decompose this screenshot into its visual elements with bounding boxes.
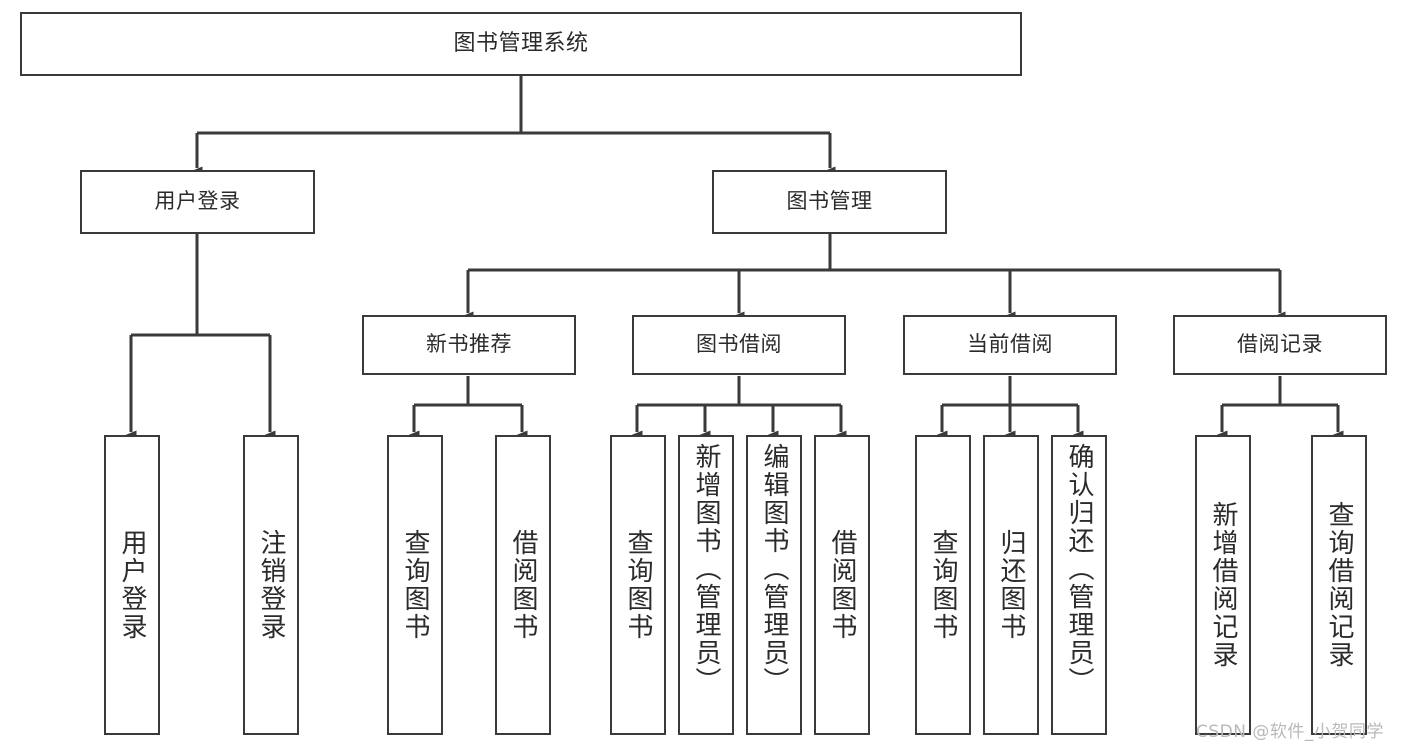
node-leaf-query-borrow-record[interactable]: 查询借阅记录 — [1311, 435, 1367, 735]
node-new-book-recommend[interactable]: 新书推荐 — [362, 315, 576, 375]
node-leaf-query-borrow-record-label: 查询借阅记录 — [1324, 501, 1354, 669]
node-root[interactable]: 图书管理系统 — [20, 12, 1022, 76]
node-leaf-borrow-book-2-label: 借阅图书 — [827, 529, 857, 641]
node-leaf-query-book-3-label: 查询图书 — [928, 529, 958, 641]
node-leaf-return-book-label: 归还图书 — [996, 529, 1026, 641]
node-book-manage[interactable]: 图书管理 — [712, 170, 947, 234]
node-leaf-borrow-book-1-label: 借阅图书 — [508, 529, 538, 641]
node-leaf-query-book-3[interactable]: 查询图书 — [915, 435, 971, 735]
node-leaf-borrow-book-1[interactable]: 借阅图书 — [495, 435, 551, 735]
node-leaf-logout-login-label: 注销登录 — [256, 529, 286, 641]
node-book-borrow-label: 图书借阅 — [696, 332, 782, 357]
watermark: CSDN @软件_小贺同学 — [1196, 722, 1384, 742]
node-leaf-query-book-2[interactable]: 查询图书 — [610, 435, 666, 735]
node-leaf-borrow-book-2[interactable]: 借阅图书 — [814, 435, 870, 735]
node-leaf-query-book-1-label: 查询图书 — [400, 529, 430, 641]
node-user-login[interactable]: 用户登录 — [80, 170, 315, 234]
node-leaf-user-login-label: 用户登录 — [117, 529, 147, 641]
node-new-book-recommend-label: 新书推荐 — [426, 332, 512, 357]
node-leaf-edit-book-admin-label: 编辑图书（管理员） — [759, 443, 789, 695]
node-leaf-add-book-admin-label: 新增图书（管理员） — [691, 443, 721, 695]
node-current-borrow-label: 当前借阅 — [967, 332, 1053, 357]
node-leaf-add-book-admin[interactable]: 新增图书（管理员） — [678, 435, 734, 735]
node-book-manage-label: 图书管理 — [786, 189, 873, 214]
node-user-login-label: 用户登录 — [154, 189, 241, 214]
node-leaf-query-book-2-label: 查询图书 — [623, 529, 653, 641]
node-leaf-user-login[interactable]: 用户登录 — [104, 435, 160, 735]
node-leaf-add-borrow-record[interactable]: 新增借阅记录 — [1195, 435, 1251, 735]
node-leaf-return-book[interactable]: 归还图书 — [983, 435, 1039, 735]
node-leaf-edit-book-admin[interactable]: 编辑图书（管理员） — [746, 435, 802, 735]
node-leaf-add-borrow-record-label: 新增借阅记录 — [1208, 501, 1238, 669]
node-book-borrow[interactable]: 图书借阅 — [632, 315, 846, 375]
node-leaf-confirm-return-admin-label: 确认归还（管理员） — [1064, 443, 1094, 695]
node-leaf-query-book-1[interactable]: 查询图书 — [387, 435, 443, 735]
node-leaf-confirm-return-admin[interactable]: 确认归还（管理员） — [1051, 435, 1107, 735]
node-borrow-record[interactable]: 借阅记录 — [1173, 315, 1387, 375]
node-current-borrow[interactable]: 当前借阅 — [903, 315, 1117, 375]
node-borrow-record-label: 借阅记录 — [1237, 332, 1323, 357]
node-leaf-logout-login[interactable]: 注销登录 — [243, 435, 299, 735]
node-root-label: 图书管理系统 — [453, 30, 589, 56]
